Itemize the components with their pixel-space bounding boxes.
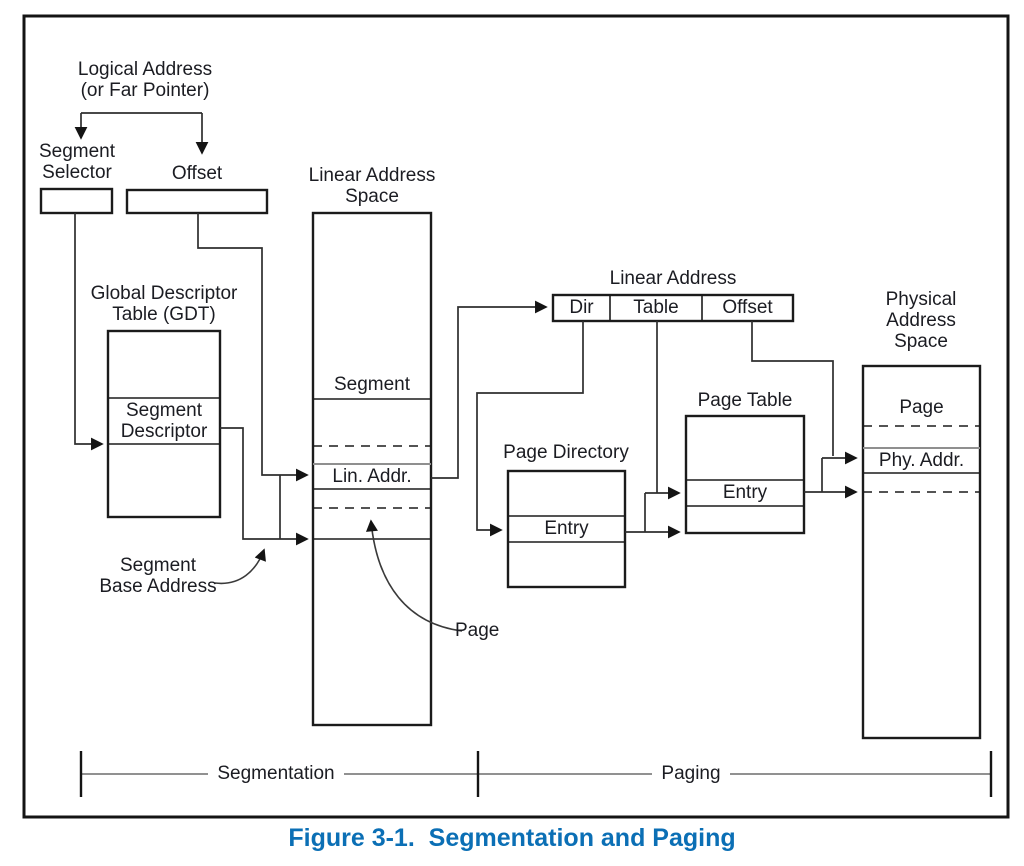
paging-text: Paging [652,763,730,784]
physical-address-space-box [861,364,982,740]
page-pointer-label: Page [455,620,500,641]
segment-selector-box [39,187,114,215]
page-curved-arrow [365,519,463,632]
selector-to-gdt-connector [74,213,104,451]
phy-addr-text: Phy. Addr. [878,450,965,471]
segment-selector-label: Segment Selector [38,141,116,183]
gdt-box [106,329,222,519]
offset-box [125,188,269,215]
segmentation-bracket-label: Segmentation [176,763,376,784]
page-directory-entry-text: Entry [544,518,589,539]
segment-base-address-label: Segment Base Address [99,555,217,597]
page-table-entry-text: Entry [722,482,768,503]
offset-label: Offset [171,163,223,184]
segment-text: Segment [333,374,411,395]
table-field-text: Table [633,297,679,318]
page-table-box [684,414,806,535]
segmentation-text: Segmentation [208,763,344,784]
figure-caption: Figure 3-1. Segmentation and Paging [288,824,736,852]
page-table-label: Page Table [697,390,793,411]
lin-addr-to-linear-address-connector [431,300,548,479]
page-text: Page [899,397,944,418]
gdt-label: Global Descriptor Table (GDT) [90,283,238,325]
dir-field-text: Dir [569,297,594,318]
lin-addr-text: Lin. Addr. [332,466,412,487]
offset-field-text: Offset [722,297,773,318]
offset-field-drop-line [751,321,834,456]
offset-to-lin-addr-connector [197,213,309,482]
figure-border [22,14,1010,819]
paging-bracket-label: Paging [591,763,791,784]
physical-address-space-label: Physical Address Space [885,289,957,352]
descriptor-to-segment-base-connector [220,427,309,546]
segment-base-curved-arrow [214,548,266,585]
linear-address-label: Linear Address [609,268,737,289]
linear-address-box [551,293,795,323]
logical-address-label: Logical Address (or Far Pointer) [77,59,213,101]
page-directory-box [506,469,627,589]
segment-descriptor-label: Segment Descriptor [120,400,208,442]
linear-address-space-box [311,211,433,727]
linear-address-space-label: Linear Address Space [308,165,436,207]
dir-to-page-directory-connector [476,321,584,537]
page-directory-label: Page Directory [503,442,629,463]
